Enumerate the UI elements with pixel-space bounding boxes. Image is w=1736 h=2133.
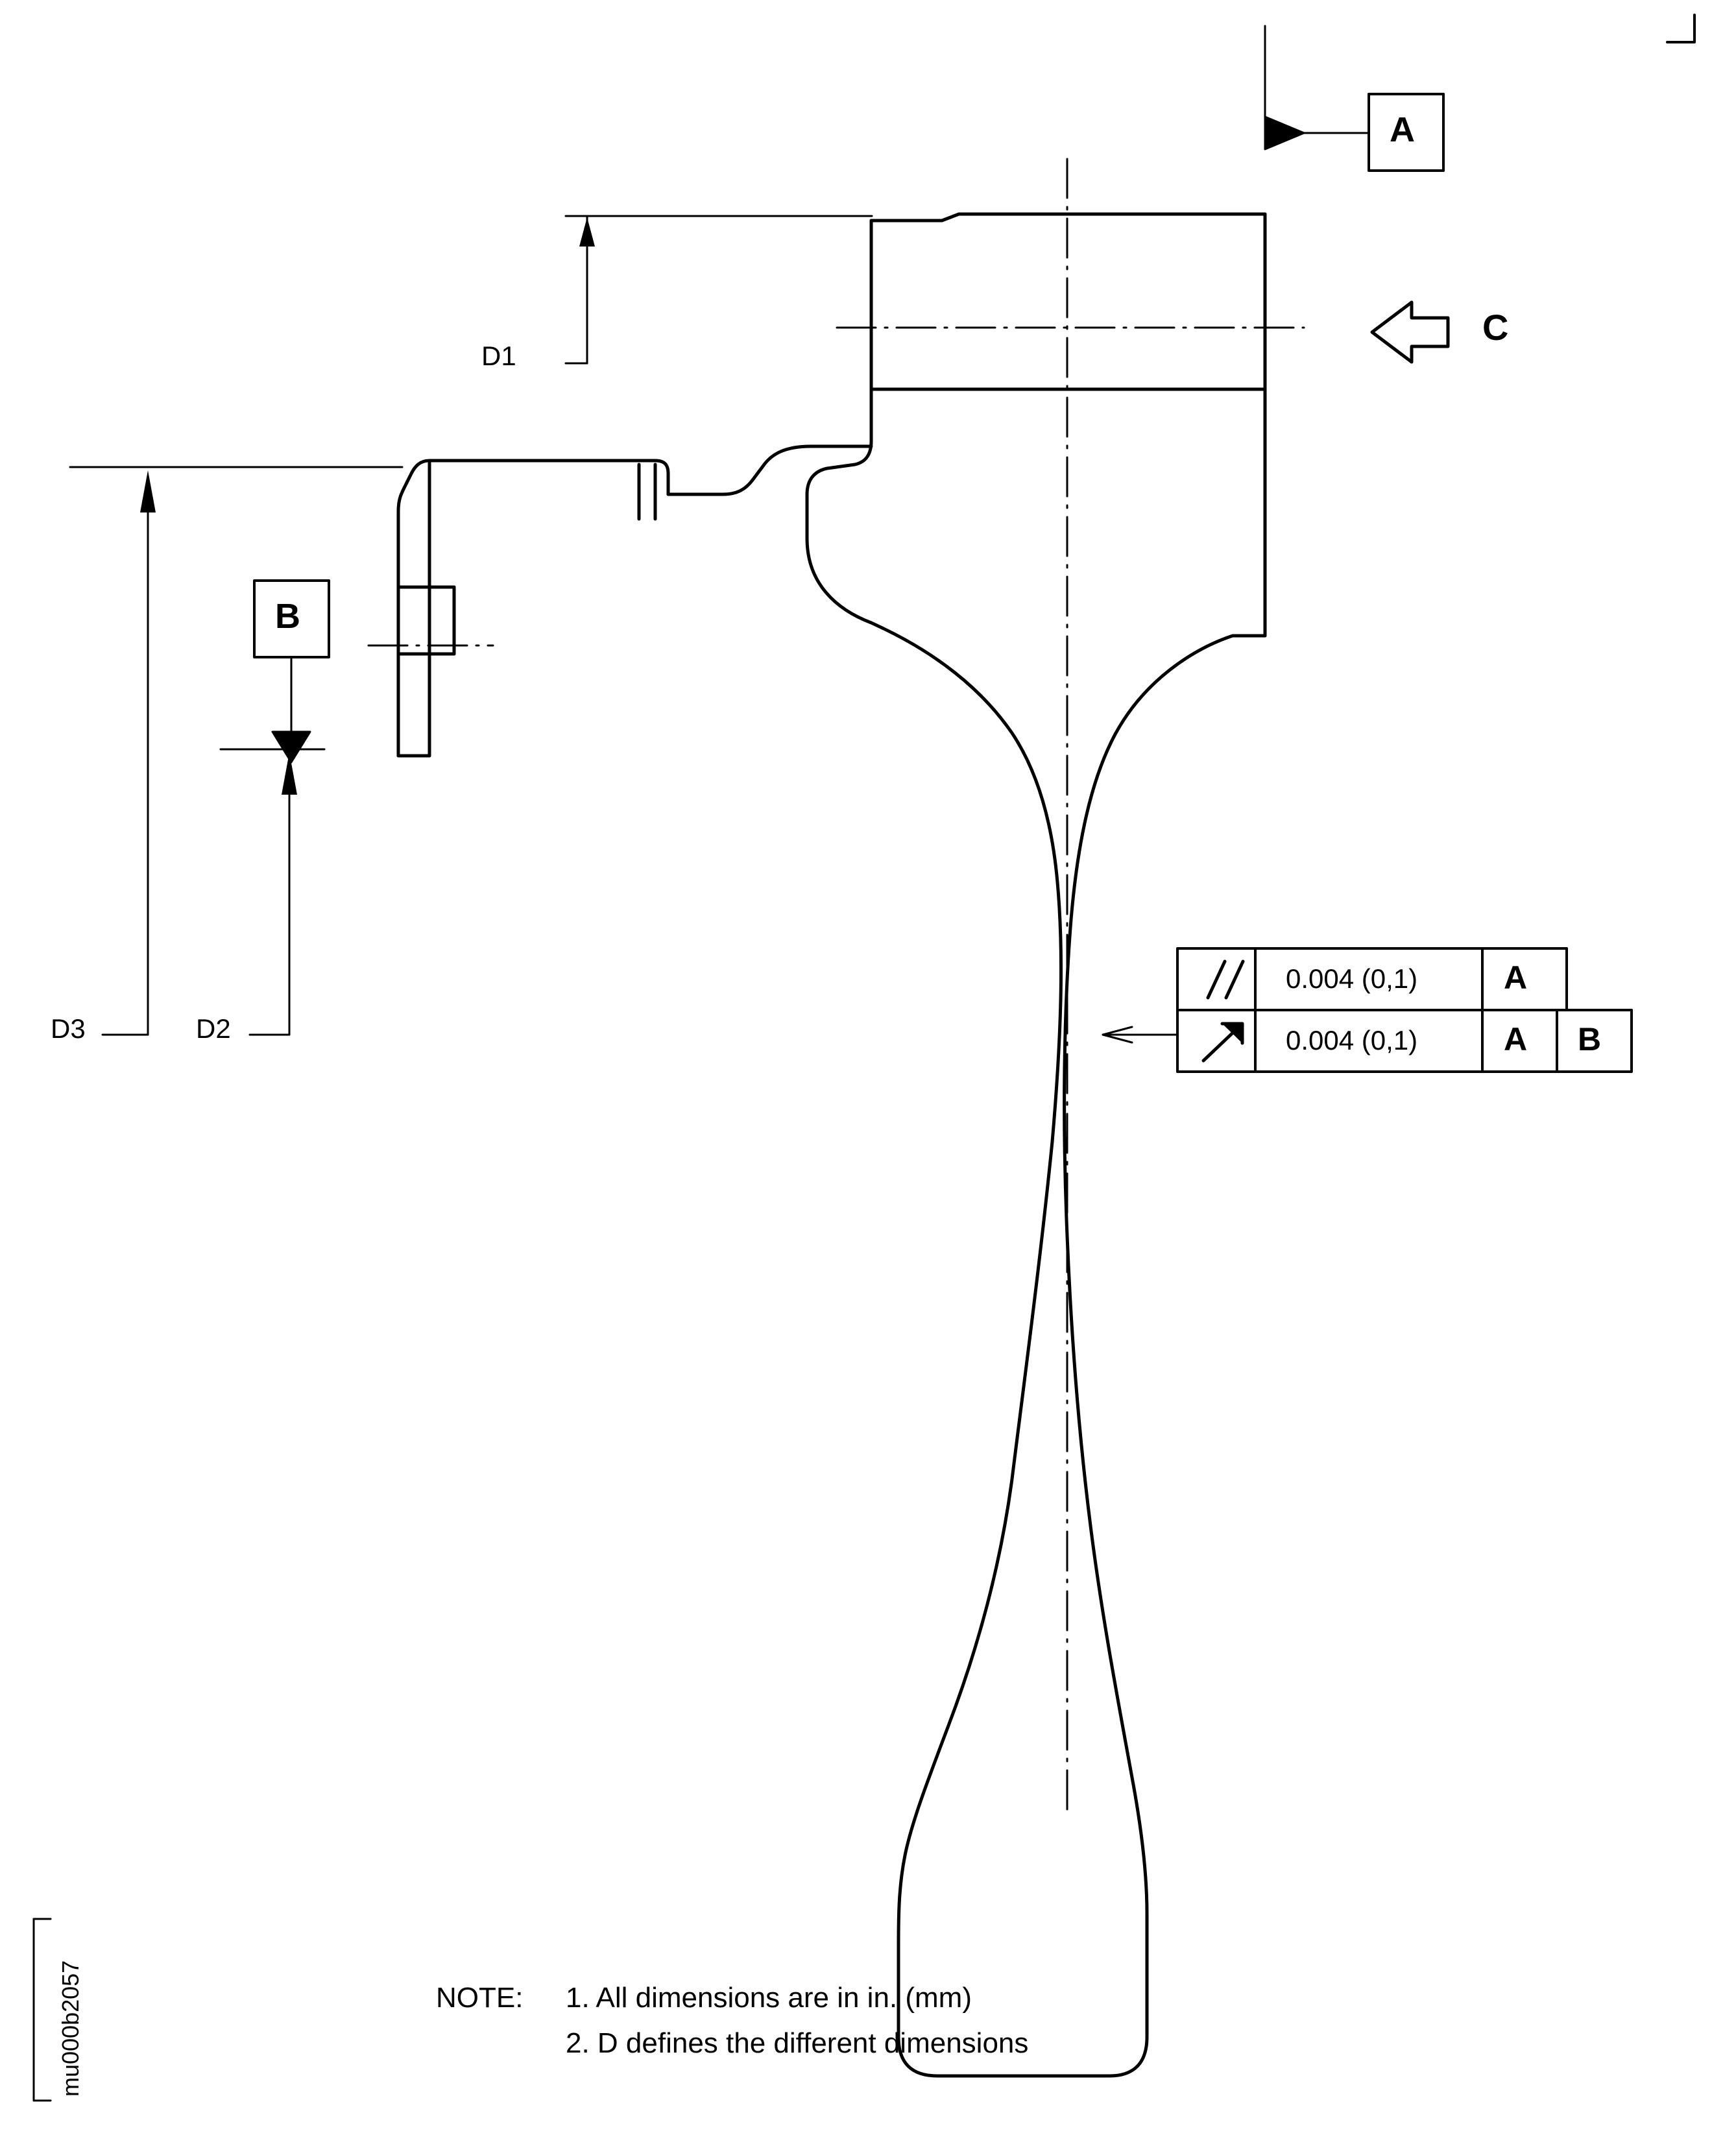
note-item-2: 2. D defines the different dimensions	[566, 2027, 1029, 2059]
fcf-row2-datum-b: B	[1578, 1021, 1602, 1057]
datum-a-marker	[1264, 25, 1445, 172]
datum-b-marker	[253, 579, 330, 764]
center-lines	[367, 158, 1305, 1818]
fcf-row1-datum-a: A	[1504, 959, 1528, 996]
feature-control-frames	[1102, 947, 1633, 1073]
dimension-lines	[69, 215, 873, 1036]
dimension-label-d1: D1	[481, 341, 516, 371]
dimension-label-d2: D2	[196, 1013, 231, 1044]
view-arrow-c	[1370, 300, 1450, 364]
corner-registration-mark	[1666, 14, 1696, 43]
datum-a-label: A	[1390, 110, 1415, 149]
datum-b-label: B	[275, 597, 300, 636]
fcf-row2-datum-a: A	[1504, 1021, 1528, 1057]
part-outline	[396, 212, 1267, 2078]
note-item-1: 1. All dimensions are in in. (mm)	[566, 1982, 972, 2014]
fcf-row1-tolerance: 0.004 (0,1)	[1286, 963, 1418, 994]
figure-code: mu000b2057	[57, 1960, 84, 2097]
note-label: NOTE:	[436, 1982, 524, 2014]
dimension-label-d3: D3	[51, 1013, 86, 1044]
figure-code-bracket	[32, 1918, 52, 2102]
view-arrow-c-label: C	[1482, 307, 1509, 348]
fcf-row2-tolerance: 0.004 (0,1)	[1286, 1025, 1418, 1055]
